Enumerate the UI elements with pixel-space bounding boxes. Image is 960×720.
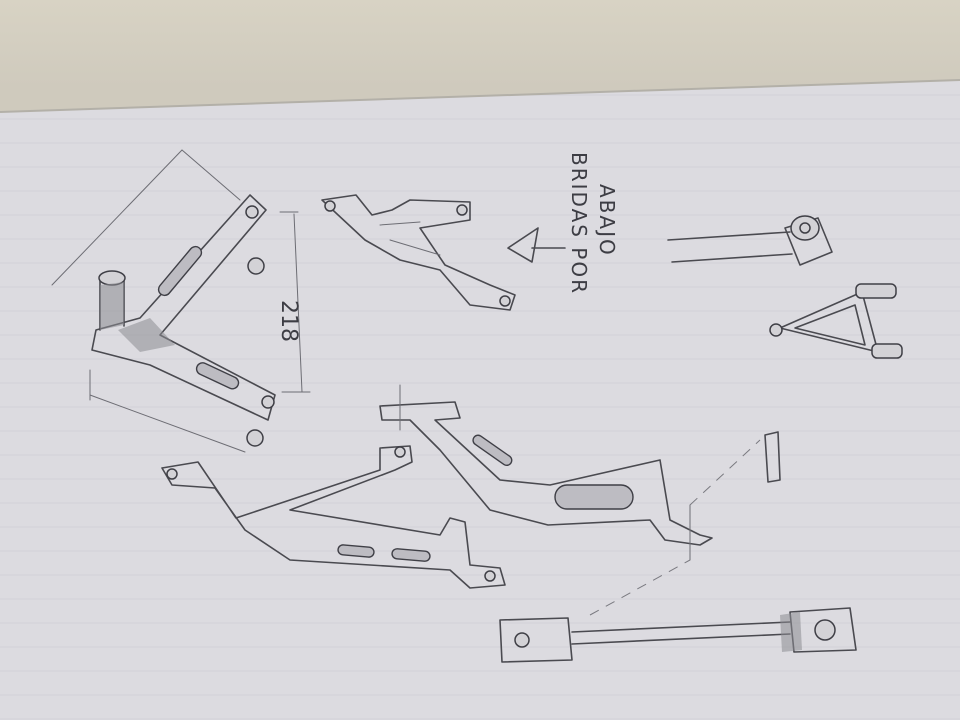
annotation-line2: ABAJO <box>595 184 619 257</box>
paper-sheet <box>0 79 960 720</box>
annotation-line1: BRIDAS POR <box>567 152 591 295</box>
slot-lower-arm <box>195 362 240 390</box>
triangular-link <box>769 283 903 359</box>
annotation-bridas: BRIDAS POR ABAJO <box>507 152 619 295</box>
slot-upper-arm <box>157 245 203 297</box>
l-bracket-with-tube: 218 <box>51 149 311 453</box>
double-arm-bracket <box>161 445 506 589</box>
bent-strap <box>379 384 781 616</box>
flange-bracket <box>321 194 516 311</box>
rod-with-bushing <box>667 215 833 266</box>
dimension-label: 218 <box>276 300 301 342</box>
tie-rod <box>499 607 857 663</box>
